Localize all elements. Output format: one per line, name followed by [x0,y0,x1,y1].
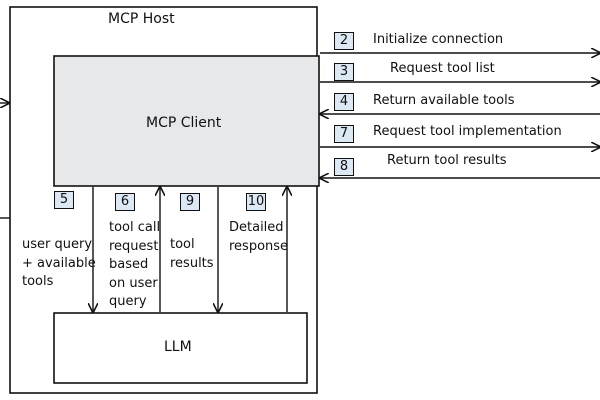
step-7-badge: 7 [334,125,354,143]
step-4-label: Return available tools [373,93,515,108]
mcp-host-box [9,6,318,394]
mcp-host-title: MCP Host [108,11,175,27]
step-2-label: Initialize connection [373,32,504,47]
step-6-label: tool call request based on user query [109,220,161,309]
llm-box [53,312,308,384]
step-10-label: Detailed response [229,220,289,254]
step-5-badge: 5 [54,191,74,209]
step-9-label: tool results [170,237,214,271]
step-9-badge: 9 [180,193,200,211]
step-8-label: Return tool results [387,153,507,168]
step-7-label: Request tool implementation [373,124,562,139]
step-3-badge: 3 [334,63,354,81]
mcp-client-box [53,55,320,187]
step-10-badge: 10 [246,193,266,211]
step-4-badge: 4 [334,93,354,111]
step-5-label: user query + available tools [22,237,96,289]
step-2-badge: 2 [334,32,354,50]
llm-title: LLM [164,339,192,355]
step-3-label: Request tool list [390,61,495,76]
step-8-badge: 8 [334,158,354,176]
step-6-badge: 6 [115,193,135,211]
mcp-client-title: MCP Client [146,115,222,131]
